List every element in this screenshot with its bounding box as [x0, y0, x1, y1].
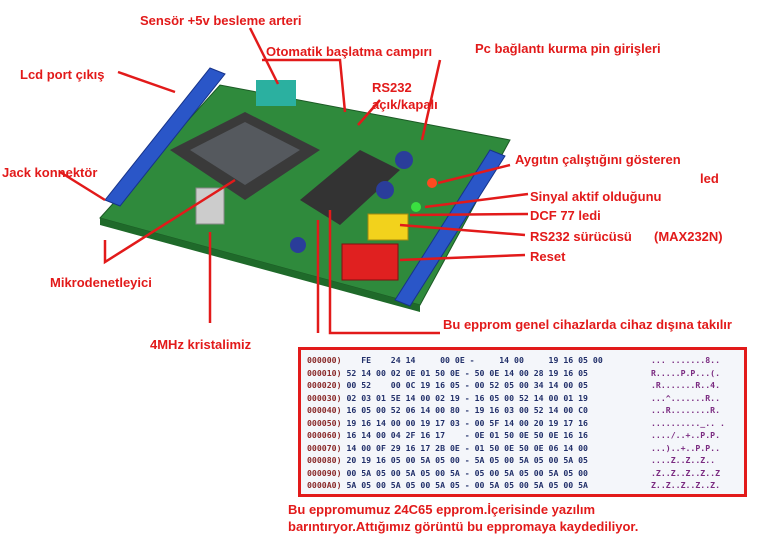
hex-bytes: 14 00 0F 29 16 17 2B 0E - 01 50 0E 50 0E… [341, 442, 588, 453]
hex-address: 000060) [307, 430, 342, 440]
label-power-led-2: led [700, 171, 719, 186]
label-lcd-port: Lcd port çıkış [20, 67, 105, 82]
hex-ascii: ... .......8.. [651, 355, 721, 365]
hex-row: 000080) 20 19 16 05 00 5A 05 00 - 5A 05 … [307, 454, 715, 466]
label-eeprom-desc-1: Bu eppromumuz 24C65 epprom.İçerisinde ya… [288, 502, 596, 517]
hex-row: 000010) 52 14 00 02 0E 01 50 0E - 50 0E … [307, 367, 720, 379]
label-eeprom-desc-2: barıntıryor.Attığımız görüntü bu epproma… [288, 519, 639, 534]
hex-ascii: .R.......R..4. [651, 380, 721, 390]
label-auto-start-jumper: Otomatik başlatma campırı [266, 44, 433, 59]
label-rs232-switch: açık/kapalı [372, 97, 438, 112]
hex-row: 000040) 16 05 00 52 06 14 00 80 - 19 16 … [307, 404, 720, 416]
hex-ascii: R.....P.P...(. [651, 367, 721, 378]
hex-address: 000080) [307, 455, 342, 465]
crystal [195, 187, 225, 225]
led-red [427, 178, 437, 188]
hex-address: 000090) [307, 467, 342, 478]
hex-ascii: ....Z..Z..Z.. [651, 455, 716, 465]
hex-bytes: 00 5A 05 00 5A 05 00 5A - 05 00 5A 05 00… [341, 467, 588, 478]
hex-address: 000010) [307, 367, 342, 378]
hex-address: 000030) [307, 392, 342, 403]
hex-row: 000030) 02 03 01 5E 14 00 02 19 - 16 05 … [307, 392, 720, 404]
hex-bytes: FE 24 14 00 0E - 14 00 19 16 05 00 [341, 355, 603, 365]
label-microcontroller: Mikrodenetleyici [50, 275, 152, 290]
hex-ascii: ...^.......R.. [651, 392, 721, 403]
max232-chip [300, 150, 400, 225]
label-rs232-driver: RS232 sürücüsü [530, 229, 632, 244]
hex-bytes: 16 05 00 52 06 14 00 80 - 19 16 03 00 52… [341, 405, 588, 415]
hex-address: 000040) [307, 405, 342, 415]
eeprom-hex-dump: 000000) FE 24 14 00 0E - 14 00 19 16 05 … [298, 347, 747, 497]
yellow-button [367, 213, 409, 241]
annotation-arrows [59, 27, 529, 335]
hex-row: 0000A0) 5A 05 00 5A 05 00 5A 05 - 00 5A … [307, 479, 720, 491]
hex-bytes: 20 19 16 05 00 5A 05 00 - 5A 05 00 5A 05… [341, 455, 588, 465]
hex-address: 000000) [307, 355, 342, 365]
label-eeprom: Bu epprom genel cihazlarda cihaz dışına … [443, 317, 732, 332]
hex-bytes: 02 03 01 5E 14 00 02 19 - 16 05 00 52 14… [341, 392, 588, 403]
hex-row: 000090) 00 5A 05 00 5A 05 00 5A - 05 00 … [307, 467, 720, 479]
hex-bytes: 00 52 00 0C 19 16 05 - 00 52 05 00 34 14… [341, 380, 588, 390]
microcontroller-chip [190, 122, 300, 185]
hex-ascii: .........._.. . [651, 417, 725, 428]
label-max232: (MAX232N) [654, 229, 723, 244]
hex-ascii: Z..Z..Z..Z..Z. [651, 480, 721, 490]
led-green [411, 202, 421, 212]
hex-address: 0000A0) [307, 480, 342, 490]
label-dcf-led: DCF 77 ledi [530, 208, 601, 223]
hex-bytes: 52 14 00 02 0E 01 50 0E - 50 0E 14 00 28… [341, 367, 588, 378]
hex-ascii: ...R........R. [651, 405, 721, 415]
label-jack: Jack konnektör [2, 165, 98, 180]
hex-row: 000020) 00 52 00 0C 19 16 05 - 00 52 05 … [307, 379, 720, 391]
hex-bytes: 19 16 14 00 00 19 17 03 - 00 5F 14 00 20… [341, 417, 588, 428]
hex-bytes: 16 14 00 04 2F 16 17 - 0E 01 50 0E 50 0E… [341, 430, 588, 440]
hex-ascii: ...)..+..P.P.. [651, 442, 721, 453]
label-power-led: Aygıtın çalıştığını gösteren [515, 152, 681, 167]
hex-row: 000060) 16 14 00 04 2F 16 17 - 0E 01 50 … [307, 429, 720, 441]
hex-address: 000020) [307, 380, 342, 390]
hex-row: 000000) FE 24 14 00 0E - 14 00 19 16 05 … [307, 354, 720, 366]
label-sensor-supply: Sensör +5v besleme arteri [140, 13, 302, 28]
label-crystal: 4MHz kristalimiz [150, 337, 252, 352]
label-pc-pins: Pc bağlantı kurma pin girişleri [475, 41, 661, 56]
label-signal-led: Sinyal aktif olduğunu [530, 189, 662, 204]
reset-button [341, 243, 399, 281]
capacitor [376, 181, 394, 199]
capacitor [395, 151, 413, 169]
hex-address: 000070) [307, 442, 342, 453]
hex-row: 000050) 19 16 14 00 00 19 17 03 - 00 5F … [307, 417, 725, 429]
hex-bytes: 5A 05 00 5A 05 00 5A 05 - 00 5A 05 00 5A… [341, 480, 588, 490]
pcb-edge [100, 218, 420, 312]
capacitor [290, 237, 306, 253]
label-reset: Reset [530, 249, 566, 264]
terminal-block [256, 80, 296, 106]
hex-row: 000070) 14 00 0F 29 16 17 2B 0E - 01 50 … [307, 442, 720, 454]
hex-ascii: ..../..+..P.P. [651, 430, 721, 440]
hex-ascii: .Z..Z..Z..Z..Z [651, 467, 721, 478]
label-rs232: RS232 [372, 80, 412, 95]
hex-address: 000050) [307, 417, 342, 428]
lcd-header-left [104, 67, 226, 207]
pcb-board [99, 84, 511, 306]
